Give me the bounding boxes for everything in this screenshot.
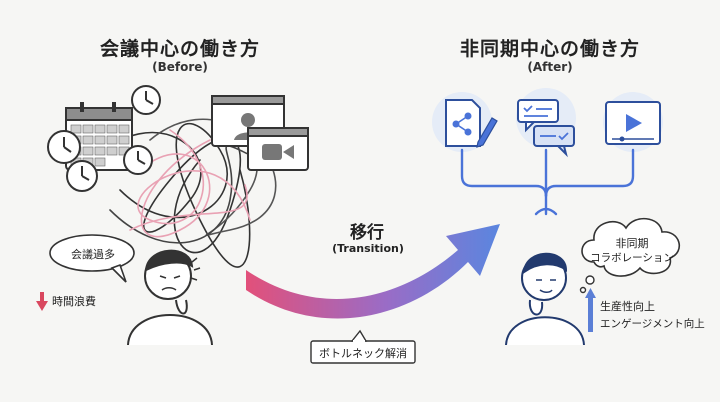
chat-bubbles-icon — [517, 99, 575, 158]
arrow-down-icon — [36, 292, 48, 311]
speech-bubble — [49, 234, 135, 283]
video-player-icon — [605, 101, 661, 145]
after-title: 非同期中心の働き方 — [459, 38, 640, 60]
thought-cloud — [579, 217, 681, 294]
clock-icon — [66, 160, 98, 192]
arrow-up-icon — [585, 288, 596, 332]
thinking-person — [505, 252, 585, 346]
stressed-person — [127, 249, 213, 346]
cloud-label-line2: コラボレーション — [590, 252, 674, 264]
callout-box — [310, 329, 416, 364]
before-title: 会議中心の働き方 — [99, 38, 260, 60]
productivity-label: 生産性向上 — [600, 300, 655, 313]
time-waste-label: 時間浪費 — [52, 295, 96, 308]
video-camera-window-icon — [247, 127, 309, 171]
cloud-label-line1: 非同期 — [615, 237, 649, 250]
meeting-overload-label: 会議過多 — [71, 248, 115, 261]
connector-lines — [460, 148, 635, 216]
bottleneck-label: ボトルネック解消 — [319, 347, 407, 360]
clock-icon — [123, 145, 153, 175]
clock-icon — [131, 85, 161, 115]
engagement-label: エンゲージメント向上 — [600, 318, 705, 330]
transition-title: 移行 — [350, 223, 384, 243]
document-share-icon — [445, 99, 498, 148]
transition-subtitle: (Transition) — [332, 242, 404, 255]
transition-arrow — [246, 224, 500, 319]
clock-icon — [47, 130, 81, 164]
before-subtitle: (Before) — [152, 60, 208, 74]
after-subtitle: (After) — [527, 60, 573, 74]
